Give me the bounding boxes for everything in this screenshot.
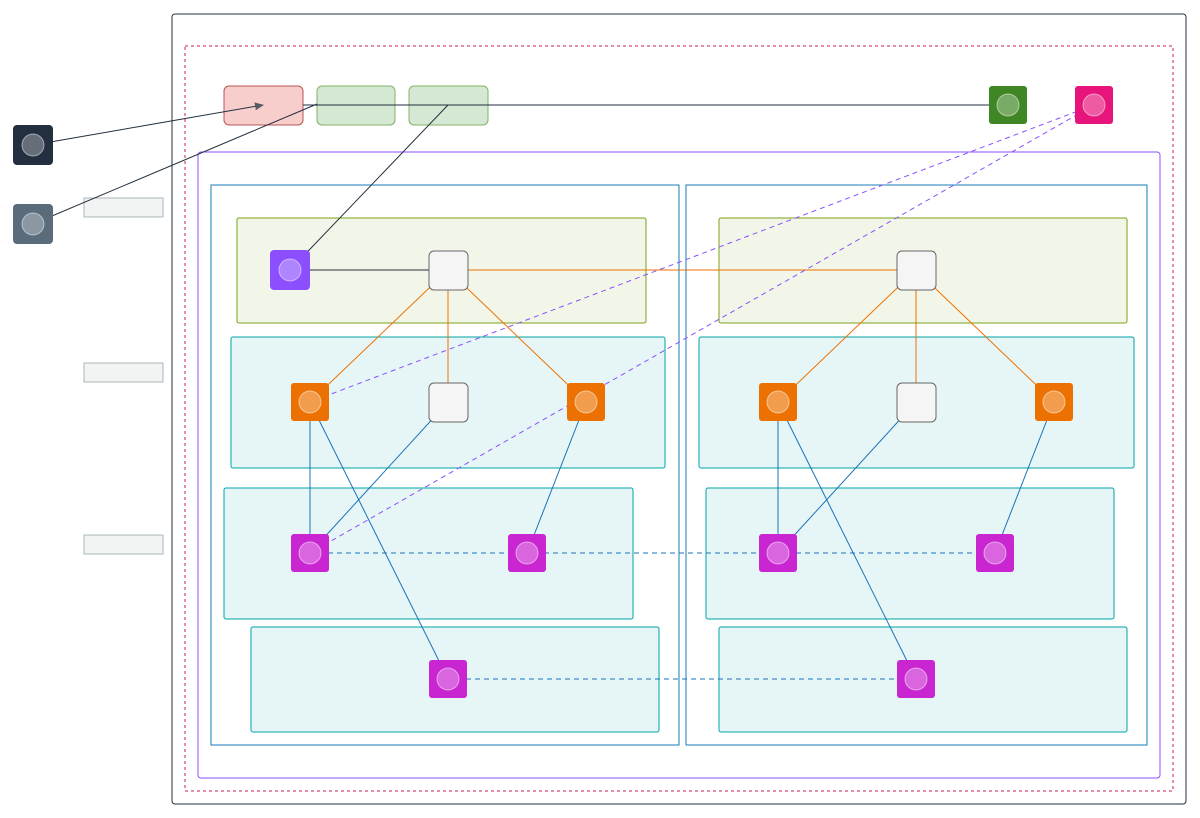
- database-right-a[interactable]: [759, 534, 797, 572]
- edge-user-top: [32, 102, 264, 146]
- vpc-boundary: [197, 151, 1161, 779]
- storage-left[interactable]: [429, 660, 467, 698]
- grey-node-left[interactable]: [428, 382, 469, 423]
- database-left-a[interactable]: [291, 534, 329, 572]
- gateway-node-green[interactable]: [989, 86, 1027, 124]
- instance-left-a[interactable]: [291, 383, 329, 421]
- legend-box-3: [83, 534, 164, 555]
- availability-zone-left: [210, 184, 680, 746]
- database-left-b[interactable]: [508, 534, 546, 572]
- edge-blue-3: [526, 401, 587, 554]
- edge-blue-6: [777, 401, 917, 554]
- legend-box-1: [83, 197, 164, 218]
- edge-blue-8: [777, 401, 917, 680]
- edge-topbox-purple: [289, 104, 449, 271]
- user-node-mid[interactable]: [13, 204, 53, 244]
- edge-blue-4: [309, 401, 449, 680]
- legend-box-2: [83, 362, 164, 383]
- edge-blue-7: [994, 401, 1055, 554]
- load-balancer-right[interactable]: [896, 250, 937, 291]
- availability-zone-right: [685, 184, 1148, 746]
- edge-purple-dashed-2: [309, 104, 1095, 554]
- edge-blue-2: [309, 401, 449, 554]
- edge-user-mid: [32, 103, 318, 225]
- instance-left-b[interactable]: [567, 383, 605, 421]
- storage-right[interactable]: [897, 660, 935, 698]
- user-node-top[interactable]: [13, 125, 53, 165]
- grey-node-right[interactable]: [896, 382, 937, 423]
- region-boundary: [184, 45, 1174, 792]
- monitoring-node-pink[interactable]: [1075, 86, 1113, 124]
- top-box-red[interactable]: [223, 85, 304, 126]
- instance-right-a[interactable]: [759, 383, 797, 421]
- load-balancer-left[interactable]: [428, 250, 469, 291]
- edge-lb-left-c: [447, 269, 587, 403]
- edge-lb-right-a: [777, 269, 917, 403]
- edge-lb-left-a: [309, 269, 449, 403]
- purple-node[interactable]: [270, 250, 310, 290]
- database-right-b[interactable]: [976, 534, 1014, 572]
- instance-right-b[interactable]: [1035, 383, 1073, 421]
- edge-purple-dashed-1: [309, 104, 1095, 403]
- edge-lb-right-c: [915, 269, 1055, 403]
